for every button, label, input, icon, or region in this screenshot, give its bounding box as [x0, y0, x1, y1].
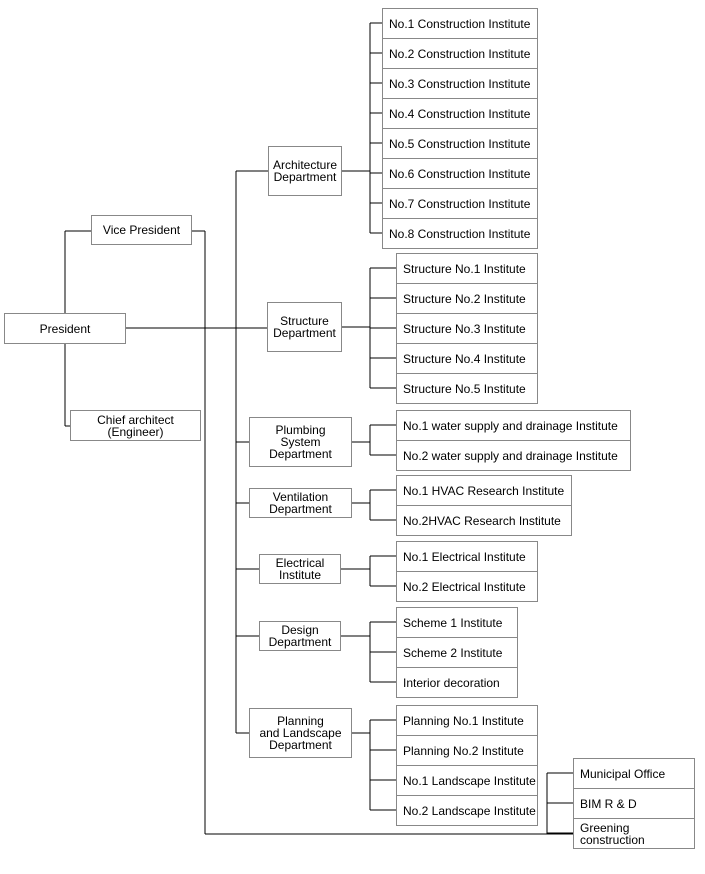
- institute-box: No.2 water supply and drainage Institute: [396, 440, 631, 471]
- department-plumbing: Plumbing System Department: [249, 417, 352, 467]
- institute-box: Interior decoration: [396, 667, 518, 698]
- office-box: Greening construction: [573, 818, 695, 849]
- institute-box: Structure No.4 Institute: [396, 343, 538, 374]
- office-box: Municipal Office: [573, 758, 695, 789]
- institute-box: Structure No.5 Institute: [396, 373, 538, 404]
- institute-box: No.1 water supply and drainage Institute: [396, 410, 631, 441]
- institute-box: No.1 Construction Institute: [382, 8, 538, 39]
- institute-box: Planning No.2 Institute: [396, 735, 538, 766]
- institute-box: Planning No.1 Institute: [396, 705, 538, 736]
- president-box: President: [4, 313, 126, 344]
- institute-box: No.1 Electrical Institute: [396, 541, 538, 572]
- institute-box: No.2 Electrical Institute: [396, 571, 538, 602]
- institute-box: No.2 Landscape Institute: [396, 795, 538, 826]
- office-box: BIM R & D: [573, 788, 695, 819]
- department-planning-landscape: Planning and Landscape Department: [249, 708, 352, 758]
- department-architecture: Architecture Department: [268, 146, 342, 196]
- institute-box: No.1 Landscape Institute: [396, 765, 538, 796]
- institute-box: No.6 Construction Institute: [382, 158, 538, 189]
- institute-box: Scheme 2 Institute: [396, 637, 518, 668]
- department-design: Design Department: [259, 621, 341, 651]
- vice-president-box: Vice President: [91, 215, 192, 245]
- institute-box: No.4 Construction Institute: [382, 98, 538, 129]
- institute-box: No.2 Construction Institute: [382, 38, 538, 69]
- institute-box: No.8 Construction Institute: [382, 218, 538, 249]
- institute-box: Structure No.2 Institute: [396, 283, 538, 314]
- institute-box: No.1 HVAC Research Institute: [396, 475, 572, 506]
- department-electrical: Electrical Institute: [259, 554, 341, 584]
- institute-box: No.7 Construction Institute: [382, 188, 538, 219]
- department-ventilation: Ventilation Department: [249, 488, 352, 518]
- institute-box: No.5 Construction Institute: [382, 128, 538, 159]
- chief-architect-box: Chief architect (Engineer): [70, 410, 201, 441]
- institute-box: Scheme 1 Institute: [396, 607, 518, 638]
- institute-box: No.2HVAC Research Institute: [396, 505, 572, 536]
- institute-box: Structure No.3 Institute: [396, 313, 538, 344]
- institute-box: Structure No.1 Institute: [396, 253, 538, 284]
- institute-box: No.3 Construction Institute: [382, 68, 538, 99]
- department-structure: Structure Department: [267, 302, 342, 352]
